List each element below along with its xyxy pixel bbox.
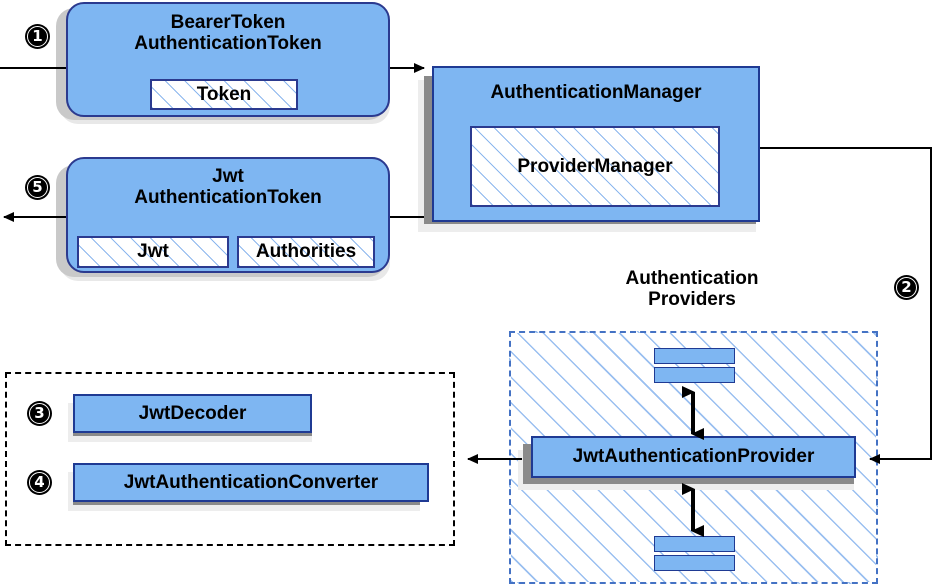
jwt-authentication-converter-title: JwtAuthenticationConverter xyxy=(123,471,379,493)
authentication-manager-title: AuthenticationManager xyxy=(490,82,702,103)
provider-placeholder-bar-top-1 xyxy=(654,348,735,364)
jwt-authentication-provider-title: JwtAuthenticationProvider xyxy=(572,446,815,468)
bearer-token-title: BearerToken AuthenticationToken xyxy=(134,12,322,55)
jwt-token-title: Jwt AuthenticationToken xyxy=(134,166,322,209)
badge-step-5-label: 5 xyxy=(32,178,43,196)
authentication-providers-label: Authentication Providers xyxy=(625,268,759,311)
badge-step-1-label: 1 xyxy=(32,27,43,45)
provider-placeholder-bar-bottom-1 xyxy=(654,536,735,552)
badge-step-1: 1 xyxy=(25,24,50,49)
slot-provider-manager: ProviderManager xyxy=(470,126,720,207)
badge-step-2-label: 2 xyxy=(901,278,912,296)
slot-authorities: Authorities xyxy=(237,236,375,268)
badge-step-3-label: 3 xyxy=(34,404,45,422)
node-jwt-decoder[interactable]: JwtDecoder xyxy=(73,394,312,433)
badge-step-5: 5 xyxy=(25,175,50,200)
badge-step-3: 3 xyxy=(27,401,52,426)
badge-step-4: 4 xyxy=(27,470,52,495)
badge-step-4-label: 4 xyxy=(34,473,45,491)
node-jwt-authentication-provider[interactable]: JwtAuthenticationProvider xyxy=(531,436,856,478)
slot-token: Token xyxy=(150,79,298,110)
node-jwt-authentication-converter[interactable]: JwtAuthenticationConverter xyxy=(73,463,429,502)
jwt-decoder-title: JwtDecoder xyxy=(138,402,247,424)
provider-placeholder-bar-top-2 xyxy=(654,367,735,383)
slot-jwt: Jwt xyxy=(77,236,229,268)
provider-placeholder-bar-bottom-2 xyxy=(654,555,735,571)
badge-step-2: 2 xyxy=(894,275,919,300)
